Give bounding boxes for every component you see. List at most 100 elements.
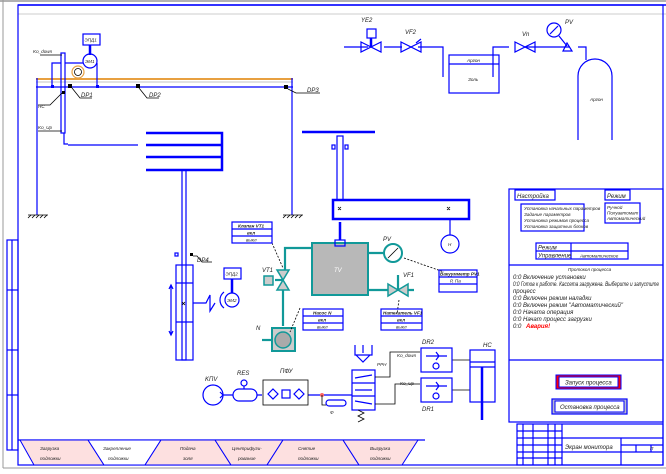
pump-label: N: [256, 326, 261, 332]
menu-item[interactable]: Задание параметров: [524, 212, 571, 217]
tab-label[interactable]: Выгрузка: [370, 446, 391, 451]
motor-label: H: [448, 242, 452, 247]
on-option[interactable]: вкл: [318, 318, 326, 323]
valve-label: VF1: [403, 273, 414, 279]
chamber-label: TV: [334, 268, 343, 274]
menu-item[interactable]: Полуавтомат: [607, 211, 639, 216]
sheet-label: П: [650, 446, 654, 451]
title-block: Экран монитора П: [516, 423, 664, 466]
log-line: 0:0 Включен режим "Автоматический": [513, 302, 624, 309]
motor-label: ЭМ2: [227, 298, 237, 303]
receiver-label: RES: [237, 371, 249, 377]
silencer-label: Ф: [330, 410, 334, 415]
distributor-label: PPH: [377, 362, 387, 367]
mode-menu[interactable]: Ручной Полуавтомат Автоматический: [604, 202, 646, 224]
menu-item[interactable]: Ручной: [607, 204, 623, 210]
valve-label: YE2: [361, 18, 373, 24]
transport-mechanism: ЭПД1 ЭМ1 DP1 DP2 DP3 Ko_down HC Ko_Up DP…: [27, 33, 471, 361]
settings-button[interactable]: Настройка: [514, 189, 556, 201]
info-box-title: Насос N: [313, 311, 332, 316]
signal-label: Ko_Up: [38, 125, 52, 130]
status-label: Режим: [538, 246, 557, 252]
log-line: 0:0 Начат процесс загрузки: [513, 317, 593, 323]
tab-unloading[interactable]: Выгрузка подложки: [342, 439, 419, 466]
info-box-pv1[interactable]: Вакуумметр PV1 Р, Па: [438, 269, 480, 293]
tab-label[interactable]: подложки: [298, 456, 319, 461]
chamber-tv: [311, 242, 369, 296]
motor-box-label: ЭПД1: [85, 38, 98, 43]
settings-button-label[interactable]: Настройка: [517, 193, 549, 200]
on-option[interactable]: вкл: [397, 318, 405, 323]
tab-label[interactable]: подложки: [108, 456, 129, 461]
stop-button-label[interactable]: Остановка процесса: [560, 405, 620, 411]
mode-button-label[interactable]: Режим: [607, 194, 626, 200]
control-panel: [508, 188, 664, 423]
line-label: Ko_Up: [400, 381, 414, 386]
status-table: Режим Управление Автоматическое: [535, 242, 629, 260]
info-box-pump[interactable]: Насос N вкл выкл: [302, 308, 344, 331]
tab-label[interactable]: Загрузка: [40, 446, 60, 451]
gas-supply-line: YE2 VF2 Аргон Золь Vn PV Аргон: [344, 18, 613, 140]
menu-item[interactable]: Автоматический: [606, 215, 646, 221]
info-box-vf1[interactable]: Натекатель VF1 вкл выкл: [380, 308, 423, 331]
menu-item[interactable]: Установка начальных параметров: [524, 206, 601, 211]
menu-item[interactable]: Установка защитных блоков: [524, 224, 589, 229]
tab-label[interactable]: Закрепление: [103, 446, 131, 451]
log-line: процесс: [513, 289, 536, 295]
motor-box-label: ЭПД2: [226, 272, 239, 277]
valve-label: VT1: [262, 268, 273, 274]
tab-label[interactable]: подложки: [40, 456, 61, 461]
log-line: 0:0 Включен режим наладки: [513, 296, 592, 302]
throttle-label: DR2: [422, 340, 435, 346]
signal-label: Ko_down: [33, 49, 53, 54]
line-label: Ko_down: [397, 353, 417, 358]
mode-button[interactable]: Режим: [604, 189, 631, 201]
settings-menu[interactable]: Установка начальных параметров Задание п…: [520, 203, 601, 232]
info-box-vt1[interactable]: Клапан VT1 вкл выкл: [231, 221, 273, 244]
tank-label: Золь: [468, 77, 479, 82]
valve-label: Vn: [522, 32, 530, 38]
gauge-label: PV: [565, 20, 574, 26]
tab-label[interactable]: Снятие: [298, 446, 316, 451]
sensor-label: DP2: [149, 93, 161, 99]
sensor-label: DP1: [81, 93, 93, 99]
pressure-readout: Р, Па: [450, 279, 461, 284]
alarm-text: Авария!: [525, 324, 550, 330]
cylinder-label: HC: [483, 343, 492, 349]
tab-label[interactable]: золя: [182, 456, 193, 461]
log-line: 0:0 Начата операция: [513, 310, 574, 316]
tab-label[interactable]: Подача: [180, 446, 196, 451]
start-button-label[interactable]: Запуск процесса: [565, 381, 612, 387]
tab-loading[interactable]: Загрузка подложки: [19, 439, 105, 466]
tab-label[interactable]: рование: [237, 456, 256, 461]
stop-process-button[interactable]: Остановка процесса: [551, 398, 628, 415]
info-box-title: Клапан VT1: [238, 224, 265, 229]
motor-label: ЭМ1: [85, 59, 95, 64]
log-title: Протокол процесса: [568, 267, 612, 272]
log-line: 0:0 Готов к работе. Кассета загружена. В…: [513, 282, 660, 288]
info-box-title: Натекатель VF1: [383, 311, 423, 316]
filter-unit-label: ПФУ: [280, 369, 294, 375]
log-line: 0:0: [513, 324, 522, 330]
off-option[interactable]: выкл: [396, 325, 407, 330]
vacuum-system: TV PV VF1 VT1 N: [256, 222, 445, 352]
signal-label: HC: [38, 104, 45, 109]
process-log: Протокол процесса 0:0 Включение установк…: [513, 267, 660, 330]
pneumatic-system: KПV RES ПФУ Ф PPH Ko_down Ko_Up DR2 DR1 …: [202, 340, 496, 423]
screen-title: Экран монитора: [565, 445, 613, 451]
sensor-label: DP3: [307, 88, 319, 94]
side-stamp: [6, 239, 19, 451]
gauge-label: PV: [383, 237, 392, 243]
status-label: Управление: [537, 254, 572, 260]
compressor-label: KПV: [205, 377, 218, 383]
menu-item[interactable]: Установка режимов процесса: [524, 218, 589, 223]
off-option[interactable]: выкл: [246, 238, 257, 243]
start-process-button[interactable]: Запуск процесса: [555, 374, 622, 390]
tab-label[interactable]: Центрифуги-: [232, 446, 262, 451]
off-option[interactable]: выкл: [317, 325, 328, 330]
cylinder-label: Аргон: [589, 97, 603, 102]
valve-label: VF2: [405, 30, 417, 36]
tab-label[interactable]: подложки: [370, 456, 391, 461]
on-option[interactable]: вкл: [247, 231, 255, 236]
